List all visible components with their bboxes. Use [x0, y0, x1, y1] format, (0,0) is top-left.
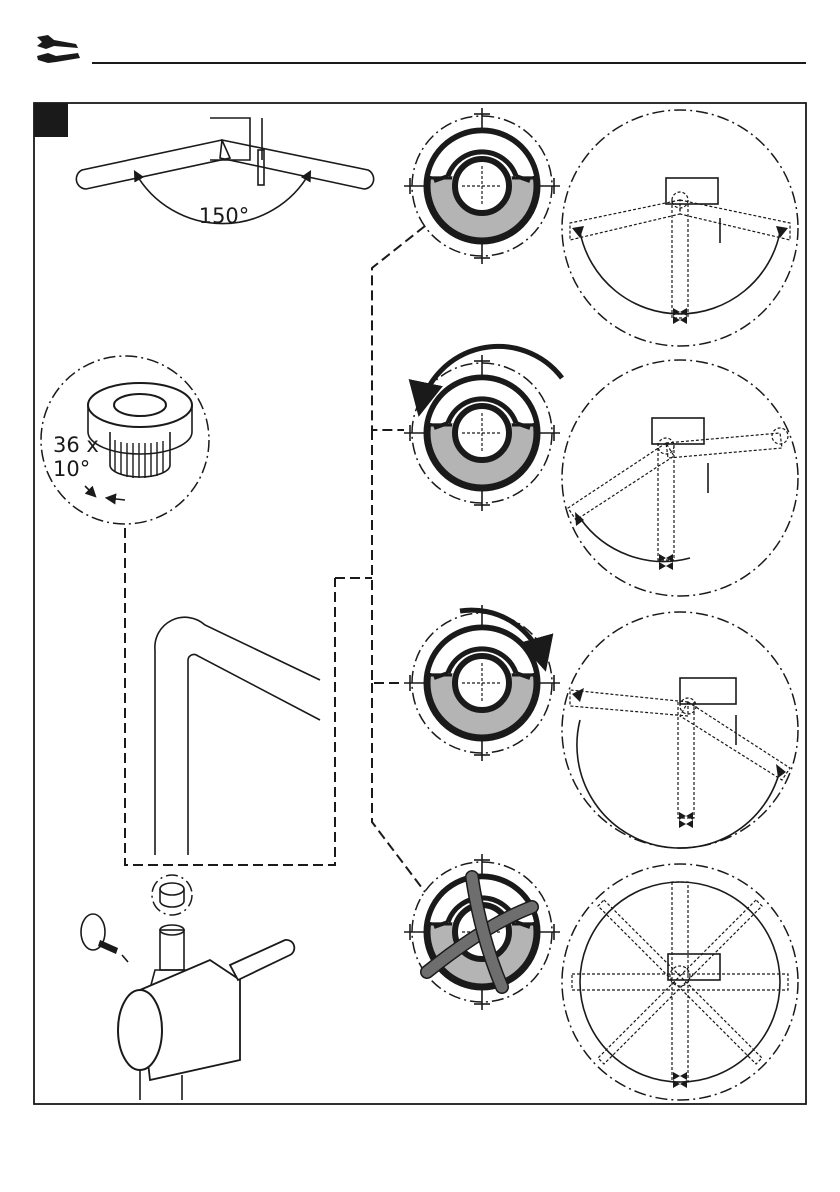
range-symmetric — [562, 110, 798, 346]
tools-icon — [37, 35, 80, 63]
connector-mid — [372, 430, 404, 683]
spout-angle-view: 150° — [76, 118, 373, 228]
ring-free-rotation — [404, 854, 560, 1010]
range-rotate-left — [562, 360, 798, 596]
insert-detail: 36 x 10° — [41, 356, 209, 524]
range-free-rotation — [562, 864, 798, 1100]
connector-top — [372, 226, 425, 430]
hex-key-icon — [55, 895, 128, 962]
ring-rotate-left — [404, 346, 562, 511]
insert-label-line2: 10° — [53, 457, 90, 481]
insert-label-line1: 36 x — [53, 433, 99, 457]
faucet-body — [118, 925, 294, 1100]
small-insert — [152, 875, 192, 915]
spout-tube — [155, 617, 320, 855]
step-badge — [34, 103, 68, 137]
ring-rotate-right — [404, 605, 560, 761]
ring-symmetric — [404, 108, 560, 264]
range-rotate-right — [562, 612, 798, 848]
angle-label: 150° — [199, 204, 250, 228]
connector-bottom — [372, 683, 425, 892]
spout-box — [125, 528, 335, 865]
